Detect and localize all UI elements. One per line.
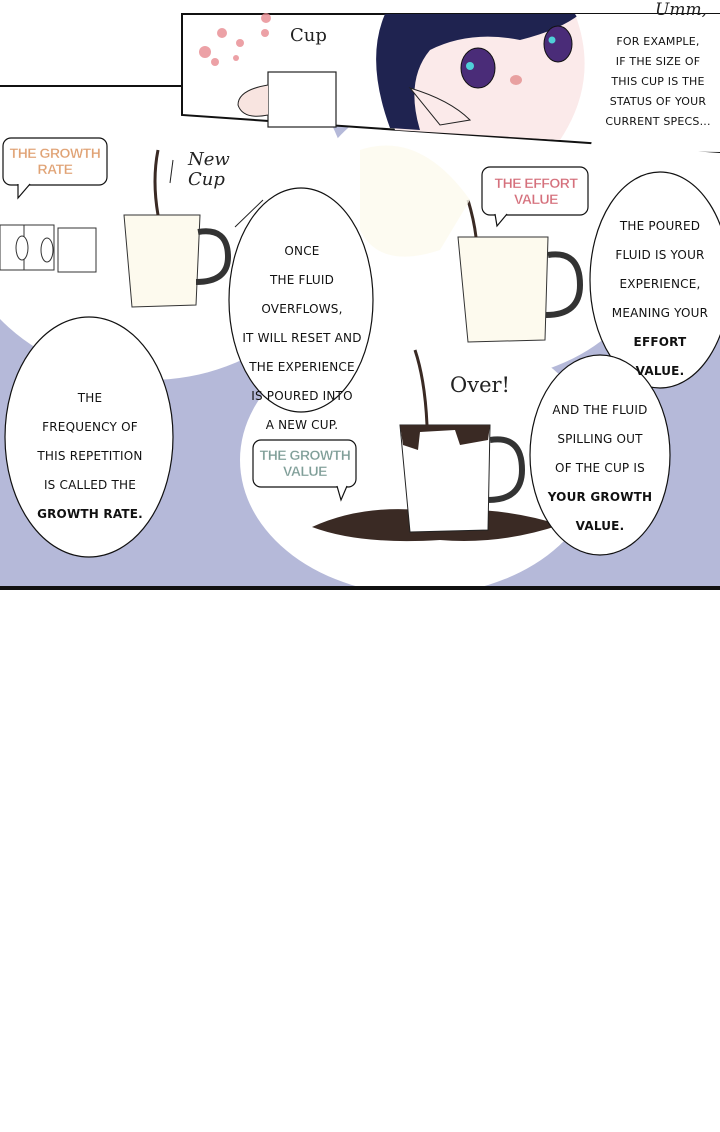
speech-line: it will reset and	[242, 331, 362, 345]
speech-line: value.	[575, 519, 625, 533]
top-panel	[181, 13, 720, 154]
speech-line: meaning your	[611, 306, 709, 320]
speech-line: if the size of	[615, 55, 701, 68]
sfx-cup: Cup	[290, 25, 327, 46]
bubble-poured: The poured fluid is your experience, mea…	[600, 212, 720, 386]
bubble-poured-shape	[589, 171, 720, 389]
label-growth-rate: THE GROWTH RATE	[9, 145, 101, 177]
bubble-frequency-shape	[4, 316, 174, 558]
speech-line: value.	[635, 364, 685, 378]
speech-line: spilling out	[557, 432, 643, 446]
speech-line: effort	[633, 335, 687, 349]
speech-line: experience,	[619, 277, 701, 291]
speech-line: current specs...	[605, 115, 711, 128]
bubble-spilling-shape	[529, 354, 671, 556]
speech-line: For example,	[616, 35, 700, 48]
sfx-over: Over!	[450, 373, 510, 397]
bubble-once: Once the fluid overflows, it will reset …	[232, 237, 372, 440]
speech-line: is poured into	[251, 389, 353, 403]
speech-line: this cup is the	[611, 75, 705, 88]
bubble-frequency: The frequency of this repetition is call…	[20, 384, 160, 529]
speech-line: your growth	[547, 490, 653, 504]
comic-artwork	[0, 13, 720, 590]
speech-line: of the cup is	[555, 461, 645, 475]
speech-line: The	[77, 391, 103, 405]
speech-line: this repetition	[37, 449, 143, 463]
speech-line: status of your	[609, 95, 707, 108]
girl-face	[376, 14, 585, 140]
small-cups	[0, 224, 97, 273]
speech-line: growth rate.	[37, 507, 143, 521]
speech-line: a new cup.	[265, 418, 339, 432]
sfx-new-cup: New Cup	[188, 149, 230, 190]
label-growth-value: THE GROWTH VALUE	[259, 447, 351, 479]
speech-line: the experience	[249, 360, 355, 374]
speech-line: is called the	[43, 478, 137, 492]
speech-for-example: For example, if the size of this cup is …	[598, 32, 718, 132]
sfx-umm: Umm,	[655, 0, 707, 20]
bubble-once-shape	[228, 187, 374, 413]
speech-line: fluid is your	[615, 248, 705, 262]
speech-line: overflows,	[261, 302, 343, 316]
speech-line: the fluid	[269, 273, 335, 287]
label-effort-value: THE EFFORT VALUE	[494, 175, 578, 207]
speech-line: Once	[284, 244, 320, 258]
speech-line: The poured	[619, 219, 701, 233]
speech-line: And the fluid	[552, 403, 648, 417]
speech-bubbles	[2, 137, 720, 558]
new-cup	[123, 149, 232, 308]
held-cup	[237, 71, 337, 128]
bubble-spilling: And the fluid spilling out of the cup is…	[536, 396, 664, 541]
speech-line: frequency of	[42, 420, 138, 434]
effort-cup	[360, 145, 584, 343]
bubbles-decoration	[199, 13, 271, 66]
overflowing-cup	[312, 349, 560, 542]
